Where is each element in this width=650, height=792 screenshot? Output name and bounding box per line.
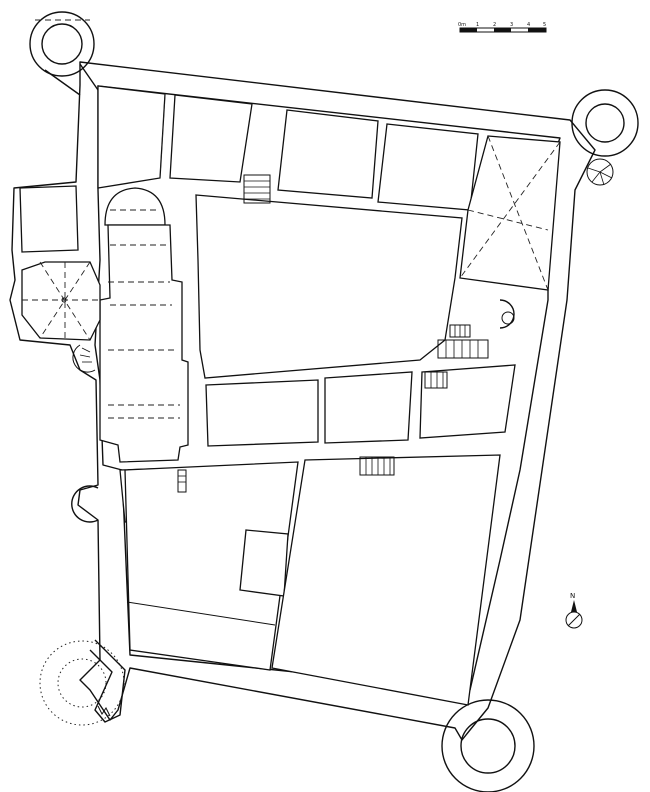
room-middle-3	[419, 364, 516, 439]
room-north-1	[97, 85, 166, 189]
courtyard	[195, 194, 463, 379]
room-north-3	[277, 109, 379, 199]
north-arrow-label: N	[570, 592, 575, 600]
tower-southeast	[441, 699, 535, 792]
room-middle-1	[205, 379, 319, 447]
bailey-west	[124, 461, 299, 671]
tower-west-small	[71, 485, 99, 523]
chapel-apse	[104, 187, 166, 226]
tower-northwest	[29, 11, 99, 96]
stair-west-small	[177, 469, 187, 493]
scale-tick-4: 4	[527, 22, 530, 28]
scale-unit-label: 0m	[458, 22, 466, 28]
scale-tick-5: 5	[543, 22, 546, 28]
dividing-dashes-north	[159, 93, 166, 179]
room-north-2	[169, 94, 253, 183]
north-arrow: N	[565, 592, 583, 629]
stair-east-small	[449, 324, 471, 338]
spiral-stair-west	[72, 344, 96, 373]
stair-east-court	[437, 339, 489, 359]
turret-east-courtyard	[499, 299, 515, 329]
stair-south-range	[359, 456, 395, 476]
spiral-stair-northeast	[586, 158, 614, 186]
stair-north-court	[243, 174, 271, 204]
room-north-4	[377, 123, 479, 211]
scale-tick-2: 2	[493, 22, 496, 28]
tower-southwest-ruin	[39, 639, 126, 726]
room-middle-2	[324, 371, 413, 444]
scale-bar: 0m 1 2 3 4 5	[458, 22, 547, 33]
chapel-nave	[99, 224, 189, 463]
bailey-east	[271, 454, 501, 706]
room-northeast-vaulted	[459, 135, 561, 291]
room-west-upper	[19, 185, 79, 253]
tower-northeast	[571, 89, 639, 157]
room-west-octagonal-vaulted	[21, 261, 101, 341]
bailey-west-divider	[126, 601, 276, 626]
scale-tick-3: 3	[510, 22, 513, 28]
stair-east-court-2	[424, 371, 448, 389]
square-structure	[239, 529, 289, 597]
scale-tick-1: 1	[476, 22, 479, 28]
